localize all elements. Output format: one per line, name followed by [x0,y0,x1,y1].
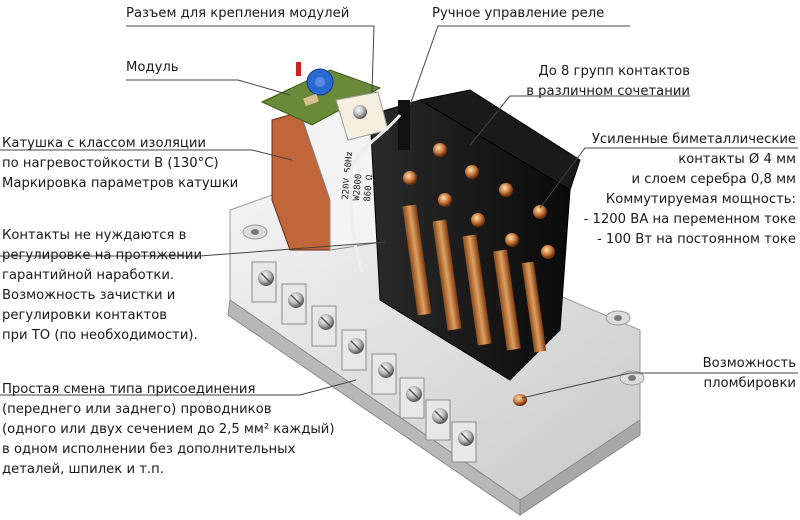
leader-sealing [521,372,798,399]
terminal [399,377,425,419]
leader-coil [0,149,293,161]
callout-module-connector: Разъем для крепления модулей [126,6,350,21]
terminal-block [251,261,477,463]
terminal [371,353,397,395]
leader-manual-control [409,25,630,106]
terminal [251,261,277,303]
terminal [425,399,451,441]
coil-marking: 220V 50Hz W2800 860 Ω [341,145,378,202]
contact-block [369,89,581,381]
contact-finger [402,204,547,353]
callout-coil: Катушка с классом изоляции по нагревосто… [2,136,239,191]
leader-connection [0,379,357,396]
callout-module: Модуль [126,60,179,75]
leader-bimetal [539,147,798,209]
callout-bimetal-contacts: Усиленные биметаллические контакты Ø 4 м… [583,132,796,247]
coil-wire [348,114,402,273]
manual-control-lever [398,100,410,150]
bimetal-screws [403,143,555,259]
callout-manual-control: Ручное управление реле [432,6,605,21]
callout-no-adjustment: Контакты не нуждаются в регулировке на п… [2,228,203,343]
leader-no-adjustment [0,241,386,257]
callout-connection: Простая смена типа присоединения (передн… [2,382,335,477]
leader-module-connector [126,25,375,93]
callout-sealing: Возможность пломбировки [702,356,796,391]
callout-contact-groups: До 8 групп контактов в различном сочетан… [526,64,690,99]
leader-module [126,79,291,96]
relay-base [227,184,645,516]
terminal [281,283,307,325]
leader-contact-groups [469,95,690,146]
plug-in-module [260,62,389,141]
terminal [311,305,337,347]
leader-lines [0,25,798,399]
terminal [451,421,477,463]
terminal [341,329,367,371]
